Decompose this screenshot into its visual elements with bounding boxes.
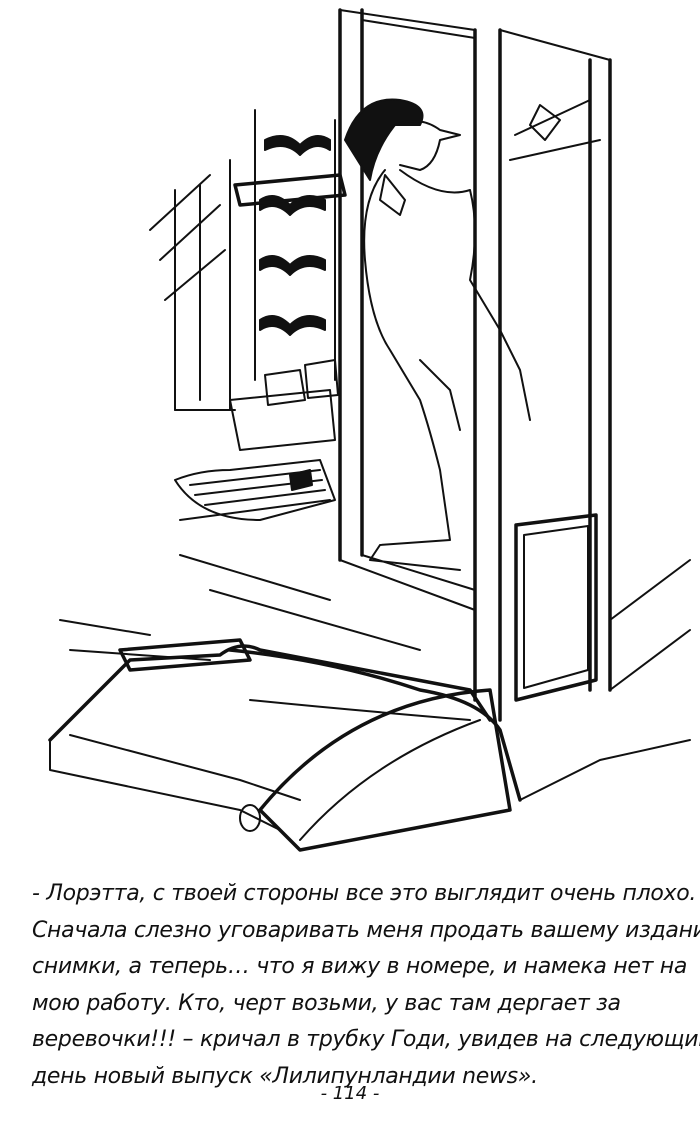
paragraph-line: - Лорэтта, с твоей стороны все это выгля…	[32, 881, 697, 906]
stone-wall	[233, 109, 347, 381]
paragraph-line: веревочки!!! – кричал в трубку Годи, уви…	[32, 1027, 700, 1052]
man-on-phone	[344, 98, 531, 571]
newspaper-stand	[174, 359, 339, 521]
left-structure	[149, 159, 331, 521]
phone-booth	[338, 8, 691, 722]
paragraph-line: Сначала слезно уговаривать меня продать …	[32, 917, 700, 943]
story-paragraph: - Лорэтта, с твоей стороны все это выгля…	[32, 876, 700, 1095]
paragraph-line: день новый выпуск «Лилипунландии news».	[32, 1063, 538, 1089]
illustration-phone-booth-scene	[48, 8, 691, 852]
convertible-car	[48, 644, 691, 852]
page-number: - 114 -	[320, 1083, 380, 1104]
paragraph-line: мою работу. Кто, черт возьми, у вас там …	[32, 990, 621, 1016]
paragraph-line: снимки, а теперь… что я вижу в номере, и…	[32, 954, 688, 979]
